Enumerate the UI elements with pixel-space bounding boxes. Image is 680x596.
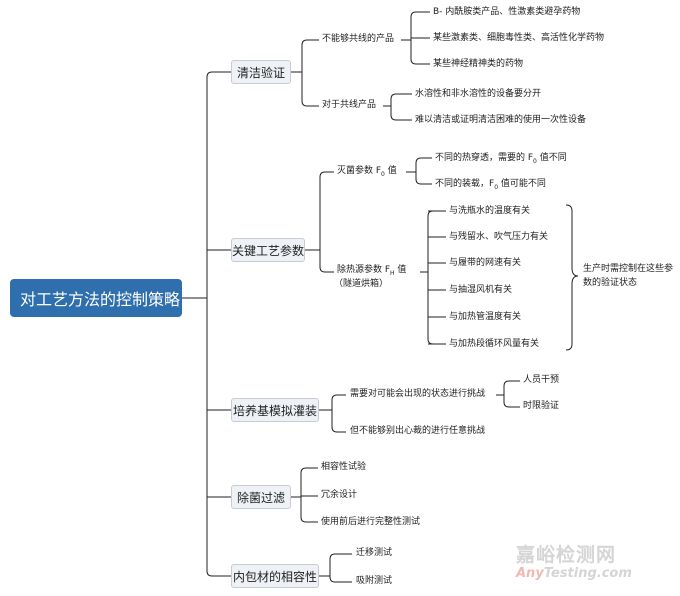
item-beta-lactam: B- 内酰胺类产品、性激素类避孕药物	[433, 7, 581, 17]
item-single-use-equipment: 难以清洁或证明清洁困难的使用一次性设备	[415, 115, 587, 125]
item-adsorption-test: 吸附测试	[356, 576, 393, 586]
item-migration-test: 迁移测试	[356, 548, 393, 558]
branch-packaging-compatibility: 内包材的相容性	[231, 564, 319, 588]
item-separate-equipment: 水溶性和非水溶性的设备要分开	[415, 89, 542, 99]
item-integrity-test: 使用前后进行完整性测试	[321, 517, 421, 527]
item-circulating-air: 与加热段循环风量有关	[449, 339, 540, 349]
branch-media-fill: 培养基模拟灌装	[231, 398, 319, 422]
item-personnel-intervention: 人员干预	[523, 375, 560, 385]
watermark-cn: 嘉峪检测网	[516, 544, 617, 566]
brace-summary: 生产时需控制在这些参数的验证状态	[583, 264, 674, 288]
item-heating-tube-temp: 与加热管温度有关	[449, 312, 522, 322]
item-loading: 不同的装载，F0 值可能不同	[435, 179, 546, 191]
branch-critical-parameters: 关键工艺参数	[231, 238, 305, 262]
watermark-en: AnyTesting.com	[516, 566, 632, 581]
group-challenge-states: 需要对可能会出现的状态进行挑战	[350, 389, 486, 399]
group-sterilization-f0: 灭菌参数 F0 值	[337, 166, 397, 178]
branch-cleaning-validation: 清洁验证	[231, 60, 291, 84]
item-time-limit: 时限验证	[523, 401, 560, 411]
item-hormones-cytotoxic: 某些激素类、细胞毒性类、高活性化学药物	[433, 33, 605, 43]
item-neuropsychiatric: 某些神经精神类的药物	[433, 59, 524, 69]
group-no-arbitrary-challenge: 但不能够别出心裁的进行任意挑战	[350, 426, 486, 436]
branch-sterile-filtration: 除菌过滤	[231, 485, 291, 509]
item-compatibility-test: 相容性试验	[321, 462, 367, 472]
group-non-shared-products: 不能够共线的产品	[322, 34, 395, 44]
group-depyrogenation-note: （隧道烘箱）	[334, 279, 389, 289]
item-belt-speed: 与履带的网速有关	[449, 258, 522, 268]
root-node: 对工艺方法的控制策略	[10, 279, 182, 317]
item-residual-water: 与残留水、吹气压力有关	[449, 232, 549, 242]
group-depyrogenation-fh: 除热源参数 FH 值	[337, 265, 407, 277]
item-redundant-design: 冗余设计	[321, 490, 358, 500]
item-dehumidifier-fan: 与抽湿风机有关	[449, 285, 513, 295]
item-wash-water-temp: 与洗瓶水的温度有关	[449, 206, 531, 216]
group-shared-products: 对于共线产品	[322, 100, 377, 110]
item-heat-penetration: 不同的热穿透，需要的 F0 值不同	[435, 153, 567, 165]
